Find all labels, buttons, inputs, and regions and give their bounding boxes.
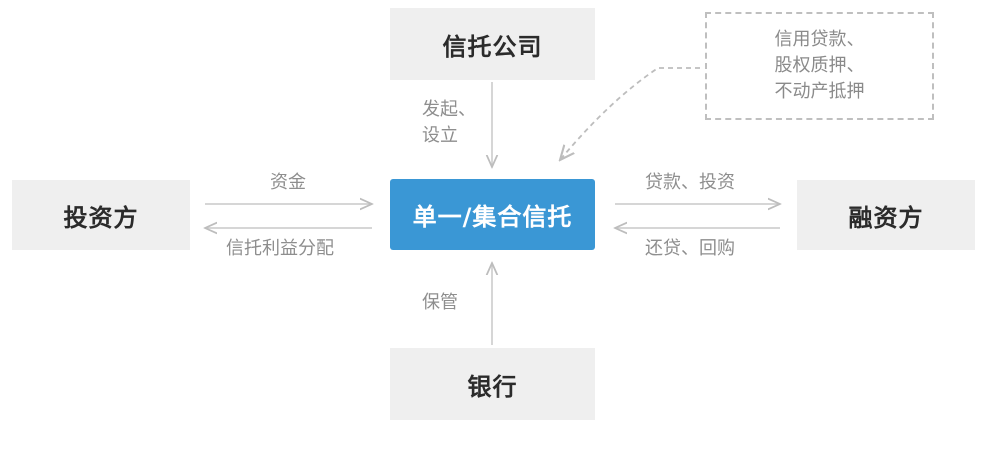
custody-label: 保管 — [422, 292, 458, 313]
financier-label: 融资方 — [848, 203, 924, 232]
investor-label: 投资方 — [63, 203, 139, 232]
collateral-dashed-arrow — [560, 67, 700, 160]
single-collective-trust-node: 单一/集合信托 — [390, 179, 595, 250]
note-line-2: 股权质押、 — [774, 55, 865, 76]
bank-node: 银行 — [390, 348, 595, 420]
initiate-label-line-2: 设立 — [422, 125, 458, 146]
trust-company-label: 信托公司 — [442, 32, 543, 61]
note-line-1: 信用贷款、 — [774, 29, 865, 50]
benefit-distribution-label: 信托利益分配 — [226, 238, 334, 259]
bank-label: 银行 — [467, 372, 518, 401]
repay-repurchase-label: 还贷、回购 — [645, 238, 735, 259]
financier-node: 融资方 — [797, 180, 975, 250]
initiate-label-line-1: 发起、 — [422, 99, 476, 120]
trust-company-node: 信托公司 — [390, 8, 595, 80]
investor-node: 投资方 — [12, 180, 190, 250]
initiate-label: 发起、 设立 — [422, 97, 476, 149]
collateral-note-box: 信用贷款、 股权质押、 不动产抵押 — [705, 12, 934, 120]
funds-label: 资金 — [270, 172, 306, 193]
note-line-3: 不动产抵押 — [774, 81, 865, 102]
center-node-label: 单一/集合信托 — [412, 203, 573, 231]
loan-investment-label: 贷款、投资 — [645, 172, 735, 193]
